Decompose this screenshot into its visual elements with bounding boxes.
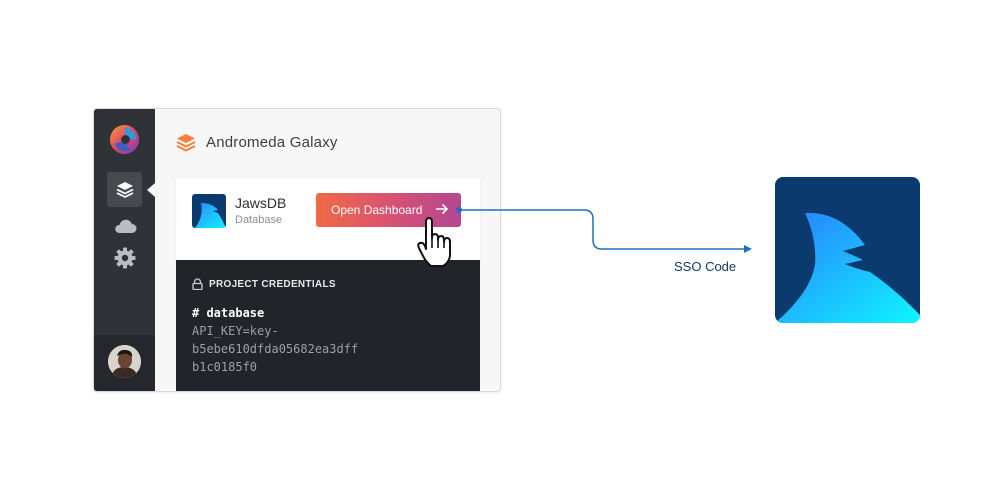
addon-type: Database xyxy=(235,214,283,226)
code-line: b1c0185f0 xyxy=(192,360,258,374)
credentials-title: PROJECT CREDENTIALS xyxy=(209,278,336,290)
app-logo[interactable] xyxy=(109,124,140,155)
app-title: Andromeda Galaxy xyxy=(206,134,338,151)
code-comment: # database xyxy=(192,306,265,320)
lock-icon xyxy=(192,278,203,290)
avatar[interactable] xyxy=(108,345,141,378)
user-photo xyxy=(108,345,141,378)
addon-name: JawsDB xyxy=(235,195,287,211)
credentials-header: PROJECT CREDENTIALS xyxy=(192,278,336,290)
jawsdb-logo xyxy=(192,194,226,228)
active-indicator xyxy=(147,183,155,197)
sidebar-item-settings[interactable] xyxy=(112,245,137,270)
sidebar-footer xyxy=(94,335,155,391)
open-dashboard-label: Open Dashboard xyxy=(331,203,423,217)
cloud-icon xyxy=(114,219,136,233)
sidebar-item-layers[interactable] xyxy=(107,172,142,207)
open-dashboard-button[interactable]: Open Dashboard xyxy=(316,193,461,227)
layers-icon xyxy=(116,181,133,198)
code-line: b5ebe610dfda05682ea3dff xyxy=(192,342,359,356)
sso-code-label: SSO Code xyxy=(674,259,737,274)
arrow-right-icon xyxy=(436,203,449,215)
stack-icon xyxy=(176,134,196,152)
jawsdb-app-logo xyxy=(775,177,920,323)
code-line: API_KEY=key- xyxy=(192,324,279,338)
gear-icon xyxy=(114,247,135,268)
sidebar xyxy=(94,109,155,391)
app-header: Andromeda Galaxy xyxy=(176,133,338,152)
sidebar-item-cloud[interactable] xyxy=(112,213,137,238)
pointer-hand-icon xyxy=(417,217,451,267)
